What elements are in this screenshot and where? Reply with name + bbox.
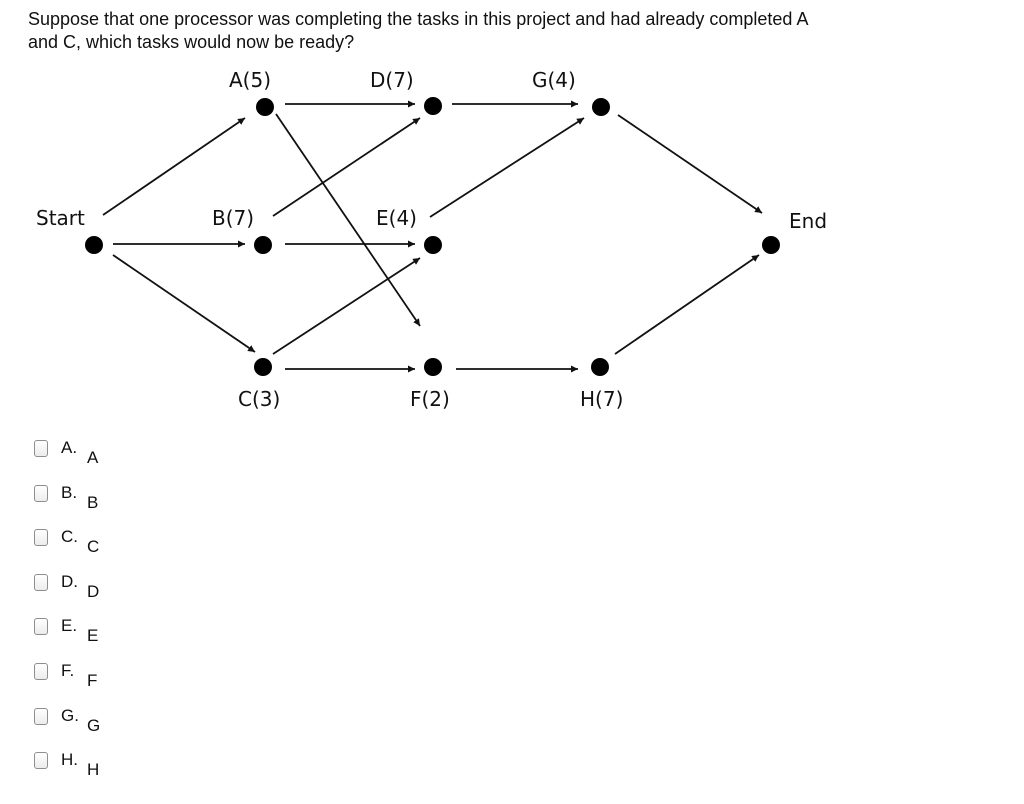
option-f-letter: F. — [61, 660, 75, 680]
edge-h-end — [614, 254, 760, 355]
option-b-letter: B. — [61, 482, 78, 502]
option-d-text: D — [87, 581, 100, 601]
option-e-checkbox[interactable] — [34, 618, 48, 636]
option-b-text: B — [87, 492, 99, 512]
node-g — [592, 98, 610, 116]
edge-a-f — [275, 113, 421, 327]
node-h — [591, 358, 609, 376]
label-h: H(7) — [580, 387, 623, 411]
node-f — [424, 358, 442, 376]
label-end: End — [789, 209, 827, 233]
option-b-checkbox[interactable] — [34, 484, 48, 502]
label-d: D(7) — [370, 68, 414, 92]
edge-c-e — [272, 257, 421, 355]
label-e: E(4) — [376, 206, 417, 230]
task-network-diagram: A(5) D(7) G(4) Start B(7) E(4) End C(3) … — [36, 68, 827, 411]
node-c — [254, 358, 272, 376]
option-a-letter: A. — [61, 438, 78, 457]
option-c-text: C — [87, 537, 100, 557]
option-a-text: A — [87, 448, 99, 467]
edge-e-g — [429, 117, 585, 218]
node-e — [424, 236, 442, 254]
edge-start-c — [112, 254, 256, 353]
edge-start-a — [102, 117, 246, 216]
node-b — [254, 236, 272, 254]
label-c: C(3) — [238, 387, 280, 411]
label-a: A(5) — [229, 68, 271, 92]
node-a — [256, 98, 274, 116]
option-a-checkbox[interactable] — [34, 440, 48, 457]
option-d-letter: D. — [61, 571, 78, 591]
option-c-letter: C. — [61, 527, 78, 547]
option-e-text: E — [87, 626, 99, 646]
option-h-text: H — [87, 760, 100, 780]
option-h-checkbox[interactable] — [34, 752, 48, 770]
edge-b-d — [272, 117, 421, 217]
option-g-letter: G. — [61, 705, 79, 725]
option-g-checkbox[interactable] — [34, 707, 48, 725]
label-start: Start — [36, 206, 85, 230]
edge-g-end — [617, 114, 763, 214]
option-e-letter: E. — [61, 616, 78, 636]
question-text: Suppose that one processor was completin… — [28, 9, 808, 52]
node-start — [85, 236, 103, 254]
node-end — [762, 236, 780, 254]
option-f-checkbox[interactable] — [34, 662, 48, 680]
option-d-checkbox[interactable] — [34, 573, 48, 591]
option-g-text: G — [87, 715, 101, 735]
option-c-checkbox[interactable] — [34, 529, 48, 547]
label-f: F(2) — [410, 387, 450, 411]
option-h-letter: H. — [61, 750, 78, 770]
label-b: B(7) — [212, 206, 254, 230]
option-f-text: F — [87, 670, 98, 690]
label-g: G(4) — [532, 68, 576, 92]
node-d — [424, 97, 442, 115]
